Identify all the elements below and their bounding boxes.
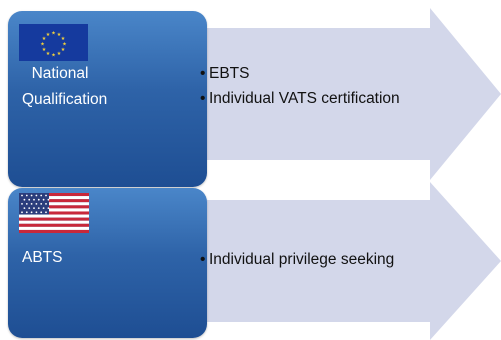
us-star — [45, 203, 47, 205]
eu-star: ★ — [62, 42, 67, 48]
us-star — [42, 198, 45, 201]
us-star — [40, 211, 43, 214]
us-stripe — [19, 199, 89, 203]
us-flag-icon — [19, 193, 89, 233]
us-star — [25, 194, 28, 197]
bullet-item: •Individual privilege seeking — [200, 247, 394, 272]
eu-star: ★ — [46, 51, 51, 57]
us-stripe — [19, 196, 89, 200]
eu-star: ★ — [42, 47, 47, 53]
us-stripe — [19, 229, 89, 233]
bullet-text: Individual VATS certification — [209, 90, 400, 107]
eu-star: ★ — [61, 47, 66, 53]
eu-star: ★ — [40, 42, 45, 48]
eu-flag-icon: ★★★★★★★★★★★★ — [19, 24, 88, 61]
us-stripe — [19, 193, 89, 197]
bullet-glyph: • — [200, 251, 206, 268]
us-star — [35, 203, 38, 205]
us-star — [47, 207, 50, 209]
bullet-item: •Individual VATS certification — [200, 86, 400, 111]
us-star — [25, 203, 28, 205]
bullet-list: •EBTS •Individual VATS certification — [200, 61, 400, 111]
us-star — [23, 198, 26, 201]
diagram-row-national: ★★★★★★★★★★★★ National Qualification •EBT… — [0, 8, 501, 187]
us-star — [23, 207, 26, 209]
us-stripe — [19, 208, 89, 212]
arrow-shape — [150, 182, 501, 340]
eu-star: ★ — [42, 36, 47, 42]
us-star — [30, 211, 33, 214]
us-star — [37, 207, 40, 209]
us-stripe — [19, 205, 89, 209]
eu-star: ★ — [61, 36, 66, 42]
us-star — [25, 211, 28, 214]
us-star — [35, 194, 38, 197]
us-star — [21, 211, 23, 214]
bullet-item: •EBTS — [200, 61, 400, 86]
us-stripe — [19, 211, 89, 215]
eu-star: ★ — [46, 32, 51, 38]
us-star — [35, 211, 38, 214]
us-star — [21, 194, 23, 197]
us-stripe — [19, 226, 89, 230]
us-star — [21, 203, 23, 205]
us-stripe — [19, 220, 89, 224]
us-stripe — [19, 202, 89, 206]
bullet-text: EBTS — [209, 65, 250, 82]
eu-star: ★ — [51, 31, 56, 37]
category-label-line: Qualification — [22, 91, 108, 108]
us-stripe — [19, 217, 89, 221]
us-star — [28, 207, 31, 209]
us-star — [40, 203, 43, 205]
category-label: National Qualification — [22, 61, 108, 113]
eu-star: ★ — [57, 51, 62, 57]
bullet-text: Individual privilege seeking — [209, 251, 395, 268]
bullet-glyph: • — [200, 65, 206, 82]
us-star — [33, 198, 35, 201]
us-star — [47, 198, 50, 201]
us-stripe — [19, 223, 89, 227]
us-star — [30, 194, 33, 197]
us-stripe — [19, 214, 89, 218]
us-star — [40, 194, 43, 197]
eu-star: ★ — [51, 53, 56, 59]
eu-star: ★ — [57, 32, 62, 38]
us-star — [45, 211, 47, 214]
category-label-line: ABTS — [22, 249, 63, 266]
category-label-line: National — [31, 65, 89, 82]
us-star — [28, 198, 31, 201]
us-star — [42, 207, 45, 209]
us-star — [30, 203, 33, 205]
us-star — [45, 194, 47, 197]
us-star — [37, 198, 40, 201]
category-label: ABTS — [22, 245, 76, 271]
bullet-list: •Individual privilege seeking — [200, 247, 394, 272]
us-star — [33, 207, 35, 209]
arrow-shape — [150, 8, 501, 180]
bullet-glyph: • — [200, 90, 206, 107]
diagram-row-abts: ABTS •Individual privilege seeking — [0, 182, 501, 340]
